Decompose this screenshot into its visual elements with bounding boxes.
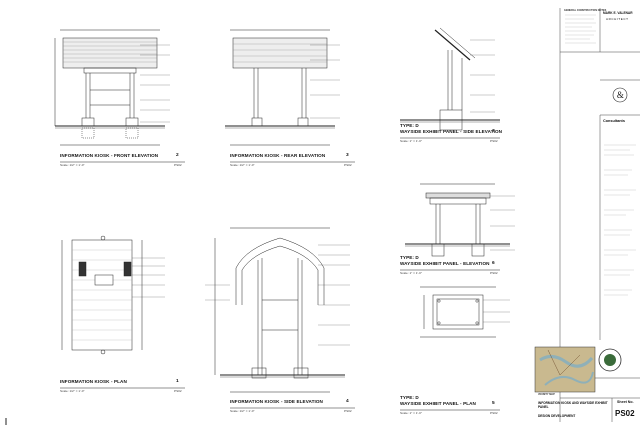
drawing-sheet-ref: PS02: [174, 163, 182, 167]
drawing-title: INFORMATION KIOSK - PLAN: [60, 379, 127, 384]
drawing-title: INFORMATION KIOSK - SIDE ELEVATION: [230, 399, 323, 404]
drawing-title: INFORMATION KIOSK - REAR ELEVATION: [230, 153, 326, 158]
drawing-sheet-ref: PS02: [344, 163, 352, 167]
consultants-heading: Consultants: [603, 119, 625, 123]
drawing-scale: Scale: 1/2" = 1'-0": [230, 163, 255, 167]
drawing-number: 3: [346, 153, 349, 158]
drawing-scale: Scale: 1/2" = 1'-0": [60, 389, 85, 393]
drawing-sheet-ref: PS02: [174, 389, 182, 393]
drawing-scale: Scale: 1" = 1'-0": [400, 271, 422, 275]
rear-elevation-drawing: [225, 29, 340, 146]
park-seal: [598, 348, 622, 372]
drawing-scale: Scale: 1/2" = 1'-0": [60, 163, 85, 167]
drawing-title: WAYSIDE EXHIBIT PANEL - SIDE ELEVATION: [400, 129, 503, 134]
project-phase: DESIGN DEVELOPMENT: [538, 414, 576, 418]
drawing-number: 5: [492, 401, 495, 406]
drawing-type: TYPE: D: [400, 123, 419, 128]
drawing-title: WAYSIDE EXHIBIT PANEL - PLAN: [400, 401, 476, 406]
drawing-sheet-ref: PS02: [344, 409, 352, 413]
drawing-sheet-ref: PS02: [490, 411, 498, 415]
drawing-number: 4: [346, 399, 349, 404]
drawing-title: WAYSIDE EXHIBIT PANEL - ELEVATION: [400, 261, 490, 266]
kiosk-plan-drawing: [61, 235, 165, 355]
drawing-number: 7: [492, 129, 495, 134]
drawing-scale: Scale: 1/2" = 1'-0": [230, 409, 255, 413]
vicinity-map: [534, 346, 596, 393]
wayside-elevation-drawing: [405, 183, 515, 257]
drawing-type: TYPE: D: [400, 395, 419, 400]
drawing-sheet-ref: PS02: [490, 271, 498, 275]
drawing-number: 6: [492, 261, 495, 266]
drawing-number: 2: [176, 153, 179, 158]
drawing-scale: Scale: 1" = 1'-0": [400, 411, 422, 415]
wayside-plan-drawing: [420, 286, 510, 338]
wayside-side-elevation-drawing: [400, 27, 500, 131]
sheet-number-label: Sheet No.: [617, 400, 634, 404]
drawing-type: TYPE: D: [400, 255, 419, 260]
vicinity-map-label: VICINITY MAP: [538, 393, 555, 396]
drawing-title: INFORMATION KIOSK - FRONT ELEVATION: [60, 153, 159, 158]
drawing-sheet-ref: PS02: [490, 139, 498, 143]
drawing-number: 1: [176, 379, 179, 384]
general-notes-title: GENERAL CONSTRUCTION NOTES: [564, 9, 607, 12]
architect-name: MARK E. VALENAR: [603, 11, 633, 15]
architect-role: ARCHITECT: [606, 17, 629, 21]
sheet-number: PS02: [615, 409, 635, 418]
kiosk-side-elevation-drawing: [205, 227, 350, 393]
drawing-scale: Scale: 1" = 1'-0": [400, 139, 422, 143]
svg-text:&: &: [617, 90, 624, 100]
project-title: INFORMATION KIOSK AND WAYSIDE EXHIBIT PA…: [538, 401, 608, 409]
architect-logo: &: [612, 87, 628, 103]
front-elevation-drawing: [54, 29, 170, 146]
